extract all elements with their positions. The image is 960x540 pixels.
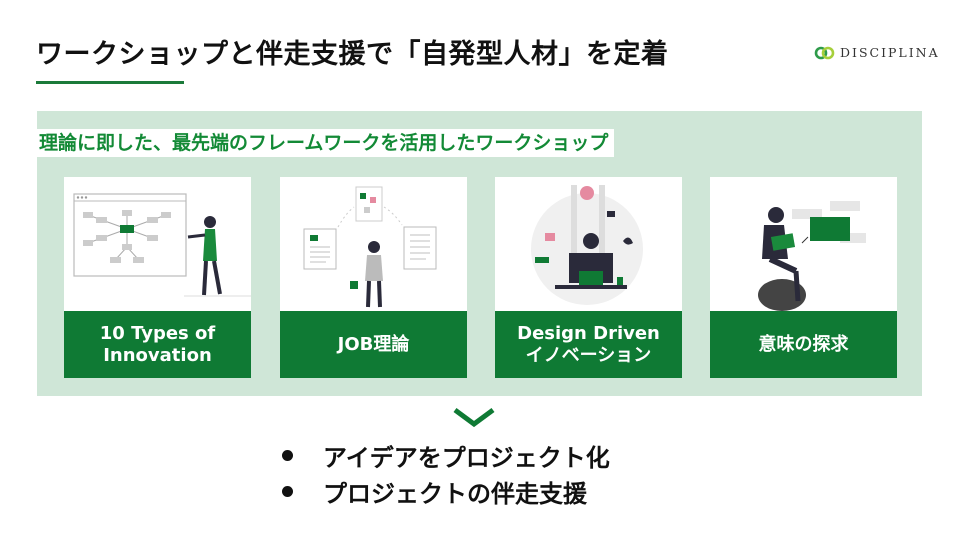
slide-title: ワークショップと伴走支援で「自発型人材」を定着 <box>36 39 669 70</box>
bullet-text: プロジェクトの伴走支援 <box>323 479 587 508</box>
section-heading: 理論に即した、最先端のフレームワークを活用したワークショップ <box>37 129 615 157</box>
mindmap-presenter-illustration <box>64 177 251 311</box>
card-design-driven: Design Driven イノベーション <box>495 177 682 378</box>
logo-text: DISCIPLINA <box>840 45 940 60</box>
person-reading-illustration <box>710 177 897 311</box>
documents-person-illustration <box>280 177 467 311</box>
list-item: プロジェクトの伴走支援 <box>278 473 610 509</box>
title-underline <box>36 81 184 84</box>
person-at-computer-illustration <box>495 177 682 311</box>
bullet-text: アイデアをプロジェクト化 <box>323 443 610 472</box>
bullet-list: アイデアをプロジェクト化 プロジェクトの伴走支援 <box>278 437 610 509</box>
list-item: アイデアをプロジェクト化 <box>278 437 610 473</box>
card-meaning-quest: 意味の探求 <box>710 177 897 378</box>
chevron-down-icon <box>452 406 496 432</box>
bullet-icon <box>282 449 293 461</box>
card-label: 10 Types of Innovation <box>64 311 251 378</box>
card-label: 意味の探求 <box>710 311 897 378</box>
bullet-icon <box>282 485 293 497</box>
logo-rings-icon <box>814 46 835 59</box>
card-job-theory: JOB理論 <box>280 177 467 378</box>
company-logo: DISCIPLINA <box>814 45 940 60</box>
card-10-types: 10 Types of Innovation <box>64 177 251 378</box>
card-label: JOB理論 <box>280 311 467 378</box>
card-label: Design Driven イノベーション <box>495 311 682 378</box>
